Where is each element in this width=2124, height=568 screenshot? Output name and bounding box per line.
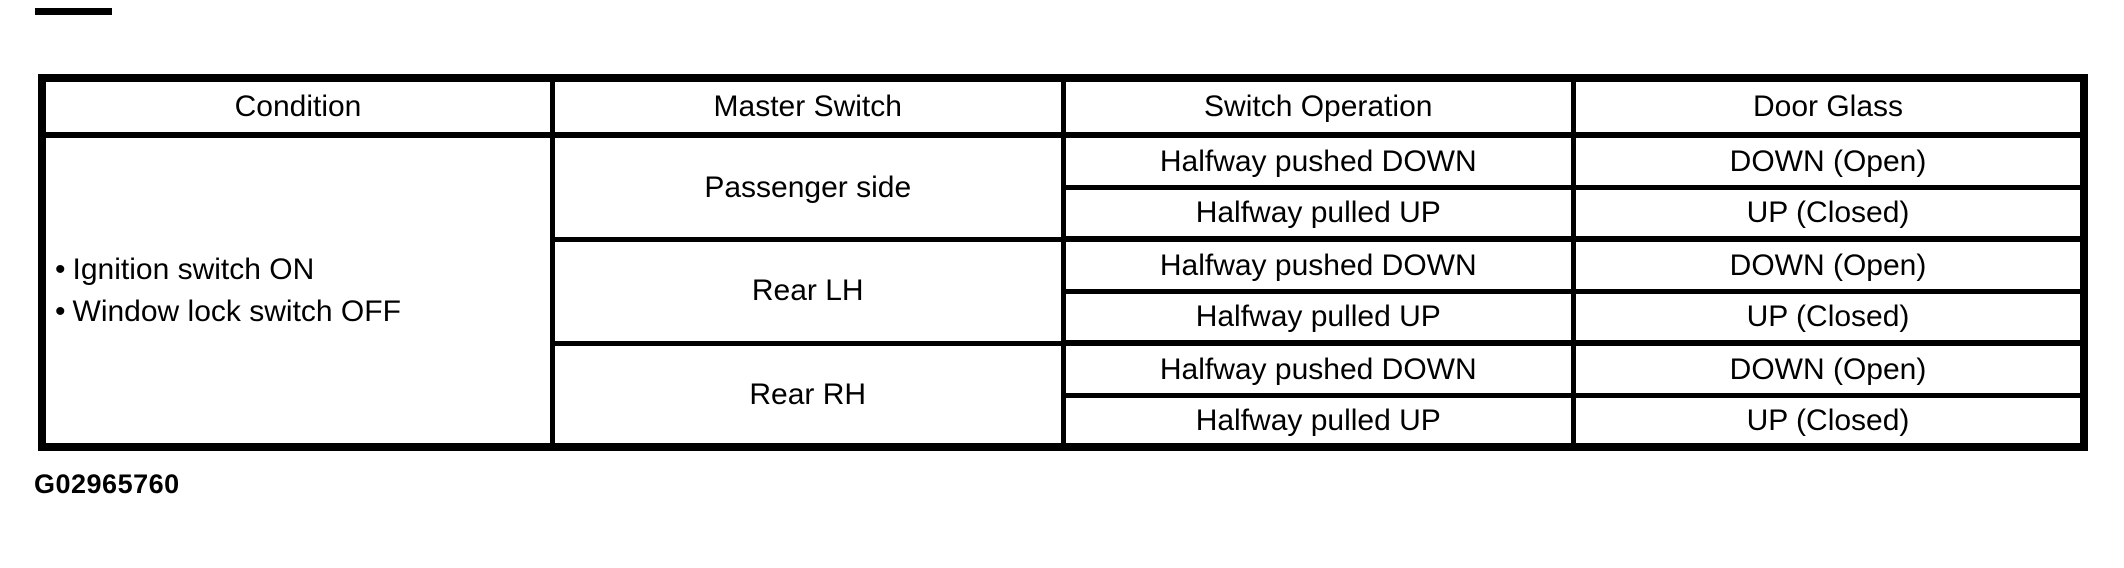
bullet-icon: • — [55, 294, 66, 328]
power-window-operation-table: Condition Master Switch Switch Operation… — [38, 74, 2088, 451]
condition-item: • Window lock switch OFF — [55, 291, 550, 333]
cell-switch-operation: Halfway pushed DOWN — [1060, 132, 1576, 189]
bullet-icon: • — [55, 252, 66, 286]
table-row: Rear LH Halfway pushed DOWN DOWN (Open) — [42, 236, 2087, 345]
cell-master-switch-passenger-side: Passenger side — [550, 132, 1066, 241]
cell-door-glass: UP (Closed) — [1571, 392, 2087, 450]
table-header-row: Condition Master Switch Switch Operation… — [39, 75, 2087, 138]
cell-door-glass: DOWN (Open) — [1571, 132, 2087, 189]
header-cell-condition: Condition — [39, 75, 555, 138]
cell-door-glass: UP (Closed) — [1571, 184, 2087, 242]
condition-item-label: Ignition switch ON — [72, 252, 315, 286]
cell-switch-operation: Halfway pulled UP — [1060, 288, 1576, 346]
cell-master-switch-rear-lh: Rear LH — [550, 236, 1066, 345]
table-row: Rear RH Halfway pushed DOWN DOWN (Open) — [42, 340, 2087, 449]
cell-door-glass: DOWN (Open) — [1571, 340, 2087, 397]
table-row: • Ignition switch ON • Window lock switc… — [39, 132, 2087, 449]
cell-switch-operation: Halfway pulled UP — [1060, 184, 1576, 242]
table-row: Halfway pulled UP UP (Closed) — [42, 184, 2087, 242]
table-row: Halfway pulled UP UP (Closed) — [42, 392, 2087, 450]
cell-master-switch-rear-rh: Rear RH — [550, 340, 1066, 449]
table-row: Halfway pulled UP UP (Closed) — [42, 288, 2087, 346]
condition-item: • Ignition switch ON — [55, 249, 550, 291]
cell-switch-operation: Halfway pulled UP — [1060, 392, 1576, 450]
condition-item-label: Window lock switch OFF — [72, 294, 401, 328]
figure-id: G02965760 — [34, 469, 180, 499]
cell-door-glass: UP (Closed) — [1571, 288, 2087, 346]
header-cell-door-glass: Door Glass — [1571, 75, 2087, 138]
header-cell-switch-operation: Switch Operation — [1060, 75, 1576, 138]
cell-switch-operation: Halfway pushed DOWN — [1060, 340, 1576, 397]
cell-switch-operation: Halfway pushed DOWN — [1060, 236, 1576, 293]
cell-door-glass: DOWN (Open) — [1571, 236, 2087, 293]
header-cell-master-switch: Master Switch — [550, 75, 1066, 138]
scan-artifact-mark — [35, 8, 112, 15]
condition-cell: • Ignition switch ON • Window lock switc… — [39, 132, 555, 449]
